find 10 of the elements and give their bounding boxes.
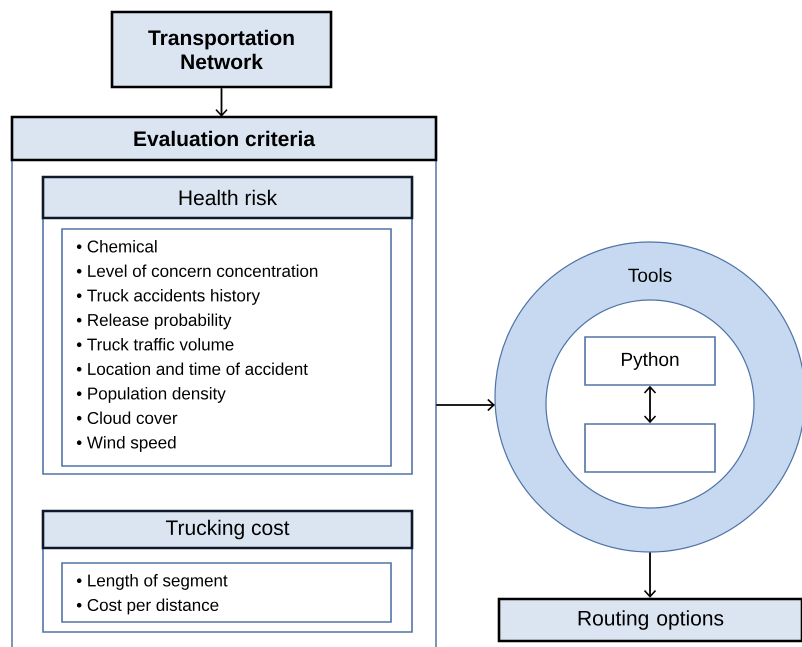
arrow <box>436 398 495 412</box>
process-box: Transportation Network <box>110 10 332 88</box>
tool-box <box>584 423 716 473</box>
tool-box: Python <box>584 336 716 386</box>
arrow <box>644 386 656 424</box>
arrow <box>215 88 228 117</box>
process-box: Routing options <box>498 598 802 642</box>
bullet-list-box: • Length of segment • Cost per distance <box>61 562 392 623</box>
bullet-list-box: • Chemical • Level of concern concentration • Truck accidents history • Release probability • Truck traffic volume • Location and time of accident • Population density • Cloud cover • Wind speed <box>61 228 392 467</box>
arrow <box>644 552 656 598</box>
